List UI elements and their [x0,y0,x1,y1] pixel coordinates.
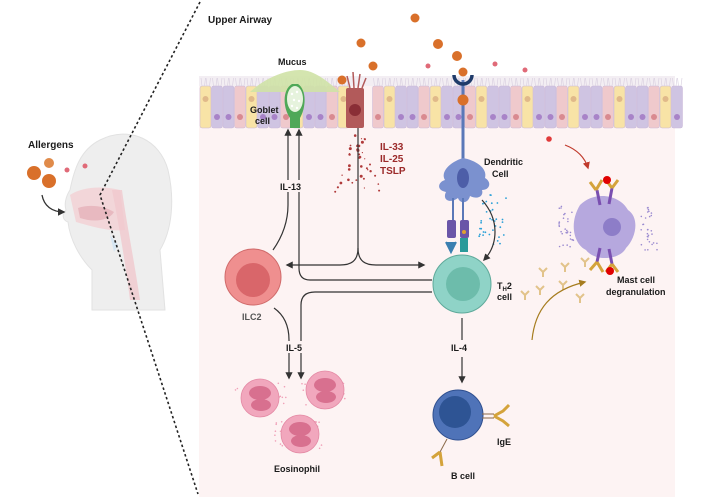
epithelial-cell [384,86,395,128]
epithelial-cell [315,86,326,128]
mucus-label: Mucus [278,57,307,67]
epithelial-cell [614,86,625,128]
epithelial-cell [304,86,315,128]
goblet-label-line2: cell [255,116,270,126]
epithelial-cell [223,86,234,128]
ilc2-label: ILC2 [242,312,262,322]
mast-label-line2: degranulation [606,287,666,297]
goblet-label-line1: Goblet [250,105,279,115]
ilc2-cell [225,249,281,305]
epithelial-cell [327,86,338,128]
epithelial-cell [557,86,568,128]
epithelial-cell [603,86,614,128]
epithelial-cell [637,86,648,128]
b-cell-label: B cell [451,471,475,481]
epithelial-cell [591,86,602,128]
il4-label: IL-4 [451,343,467,353]
cytokine-il25: IL-25 [380,154,404,165]
head-illustration [63,134,172,310]
epithelial-cell [488,86,499,128]
cytokine-il33: IL-33 [380,142,404,153]
epithelial-cell [235,86,246,128]
epithelial-cell [534,86,545,128]
epithelial-cell [419,86,430,128]
epithelial-cell [442,86,453,128]
th2-label-cell: cell [497,292,512,302]
epithelial-cell [465,86,476,128]
epithelial-cell [672,86,683,128]
epithelial-cell [660,86,671,128]
epithelial-cell [511,86,522,128]
allergen-near-mast [546,136,552,142]
epithelial-cell [200,86,211,128]
airway-allergens [338,14,528,85]
epithelial-cell [568,86,579,128]
epithelial-cell [522,86,533,128]
allergens-label: Allergens [28,140,74,151]
epithelial-cell [545,86,556,128]
dendritic-label-line1: Dendritic [484,157,523,167]
epithelial-cell [212,86,223,128]
ige-label: IgE [497,437,511,447]
epithelial-cell [649,86,660,128]
eosinophil-label: Eosinophil [274,464,320,474]
epithelial-cell [407,86,418,128]
epithelial-cell [476,86,487,128]
epithelial-cell [626,86,637,128]
il13-label: IL-13 [280,182,301,192]
mast-label-line1: Mast cell [617,275,655,285]
il5-label: IL-5 [286,343,302,353]
epithelial-cell [580,86,591,128]
epithelial-cell [373,86,384,128]
cytokine-tslp: TSLP [380,166,406,177]
upper-airway-title: Upper Airway [208,15,273,26]
th2-cell [433,255,491,313]
epithelial-cell [499,86,510,128]
epithelial-cell [396,86,407,128]
dendritic-label-line2: Cell [492,169,509,179]
inhalation-arrow [42,195,64,212]
epithelial-cell [430,86,441,128]
